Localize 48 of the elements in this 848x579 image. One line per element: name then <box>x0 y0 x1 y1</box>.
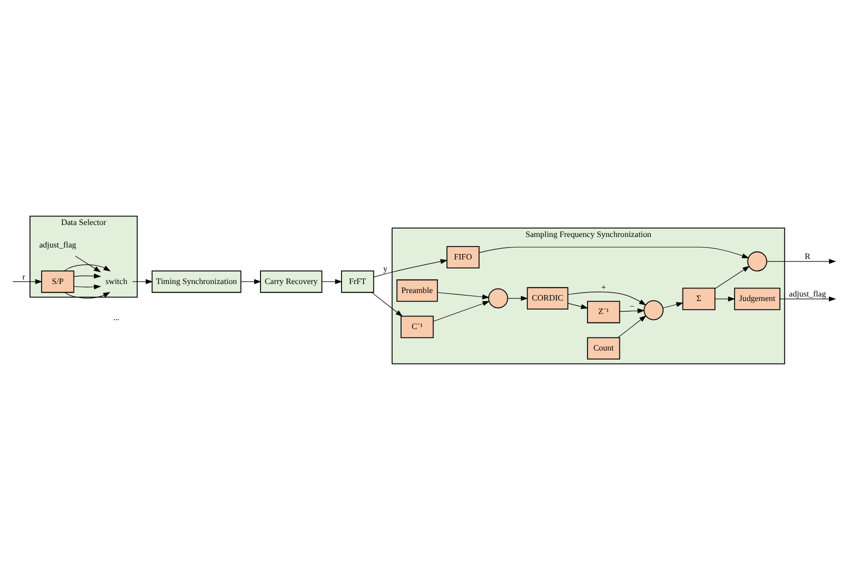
edge-label: r <box>22 272 26 281</box>
node-box: Z⁻¹ <box>587 300 620 323</box>
arrow <box>478 246 750 258</box>
arrow <box>766 258 836 264</box>
arrow <box>74 284 102 289</box>
arrow <box>75 255 101 272</box>
arrow <box>64 264 111 271</box>
arrow <box>568 291 646 305</box>
node-box: S/P <box>41 270 74 292</box>
node-box: FrFT <box>341 270 374 292</box>
arrow <box>371 292 403 316</box>
arrow <box>662 302 684 308</box>
arrow <box>12 278 42 284</box>
arrow <box>373 258 448 277</box>
edge-label: R <box>804 252 810 261</box>
node-box: FIFO <box>446 246 480 268</box>
node-text: switch <box>106 276 128 286</box>
edge-label: + <box>601 282 606 292</box>
arrow <box>322 278 342 284</box>
node-box: Σ <box>682 287 716 310</box>
label: ... <box>113 312 120 322</box>
node-circle <box>488 288 508 308</box>
arrow <box>714 296 736 301</box>
arrow <box>714 265 750 288</box>
arrow <box>618 314 646 338</box>
node-box: Carry Recovery <box>260 270 322 292</box>
arrow <box>240 278 262 284</box>
arrow <box>620 308 645 313</box>
arrow <box>508 295 528 300</box>
node-box: Judgement <box>734 287 780 310</box>
node-circle <box>644 300 664 320</box>
node-box: Preamble <box>396 278 438 302</box>
node-box: Timing Synchronization <box>152 270 242 292</box>
arrow <box>132 278 153 284</box>
arrow <box>64 292 110 298</box>
arrow <box>780 296 836 301</box>
arrow <box>568 302 588 309</box>
edge-label: adjust_flag <box>789 289 826 298</box>
node-box: Count <box>587 336 620 360</box>
edge-label: y <box>383 264 388 274</box>
node-circle <box>747 250 768 271</box>
node-text: adjust_flag <box>39 240 76 250</box>
edge-label: − <box>630 302 634 311</box>
arrow <box>74 273 102 278</box>
arrow <box>433 300 490 322</box>
node-box: CORDIC <box>526 286 568 309</box>
arrow <box>437 292 490 299</box>
node-box: C⁻¹ <box>400 315 434 338</box>
